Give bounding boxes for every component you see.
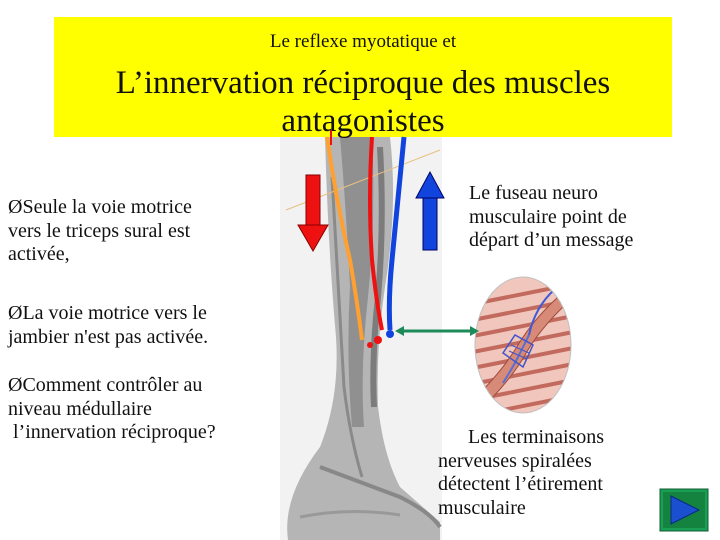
caption-line: Le fuseau neuro xyxy=(469,182,598,204)
caption-line: musculaire xyxy=(438,496,526,519)
bullet-2: ØLa voie motrice vers le jambier n'est p… xyxy=(8,302,208,349)
red-arrow-shaft xyxy=(305,174,321,226)
blue-terminal-dot xyxy=(386,330,394,338)
bullet-marker: Ø xyxy=(8,302,23,324)
slide-subtitle: Le reflexe myotatique et xyxy=(269,31,457,52)
caption-line: Les terminaisons xyxy=(468,426,605,448)
double-arrow-right xyxy=(470,326,479,336)
play-arrow-icon[interactable] xyxy=(670,495,701,525)
slide-title: L’innervation réciproque des muscles ant… xyxy=(54,64,672,140)
bullet-text: La voie motrice vers le xyxy=(22,302,207,324)
double-arrow-left xyxy=(395,326,404,336)
spindle-caption: Le fuseau neuro musculaire point de dépa… xyxy=(469,182,633,253)
bullet-text: jambier n'est pas activée. xyxy=(8,325,209,348)
blue-sensory-pathway xyxy=(386,136,407,331)
caption-line: départ d’un message xyxy=(469,229,634,251)
orange-pathway xyxy=(325,136,364,341)
blue-arrow-shaft xyxy=(422,197,438,251)
bullet-marker: Ø xyxy=(8,196,23,218)
caption-line: nerveuses spiralées xyxy=(438,449,592,472)
bullet-text: Seule la voie motrice xyxy=(22,196,192,218)
title-banner xyxy=(54,17,672,137)
bullet-marker: Ø xyxy=(8,374,23,396)
bullet-1: ØSeule la voie motrice vers le triceps s… xyxy=(8,196,192,267)
red-terminal-dot xyxy=(367,342,373,348)
red-motor-pathway xyxy=(368,136,384,331)
red-down-arrow xyxy=(297,224,329,253)
caption-line: musculaire point de xyxy=(469,205,627,228)
bullet-3: ØComment contrôler au niveau médullaire … xyxy=(8,374,216,445)
nerve-endings-caption: Les terminaisons nerveuses spiralées dét… xyxy=(438,426,604,520)
title-line-2: antagonistes xyxy=(281,103,445,139)
bullet-text: l’innervation réciproque? xyxy=(8,421,216,443)
caption-line: détectent l’étirement xyxy=(438,473,603,495)
bullet-text: Comment contrôler au xyxy=(22,374,203,396)
bullet-text: activée, xyxy=(8,243,70,265)
red-terminal-dot xyxy=(374,336,382,344)
muscle-spindle-illustration xyxy=(474,276,572,414)
bullet-text: vers le triceps sural est xyxy=(8,219,191,242)
blue-up-arrow xyxy=(415,170,445,199)
next-slide-button[interactable] xyxy=(659,488,709,532)
bullet-text: niveau médullaire xyxy=(8,397,152,420)
title-line-1: L’innervation réciproque des muscles xyxy=(115,65,611,101)
